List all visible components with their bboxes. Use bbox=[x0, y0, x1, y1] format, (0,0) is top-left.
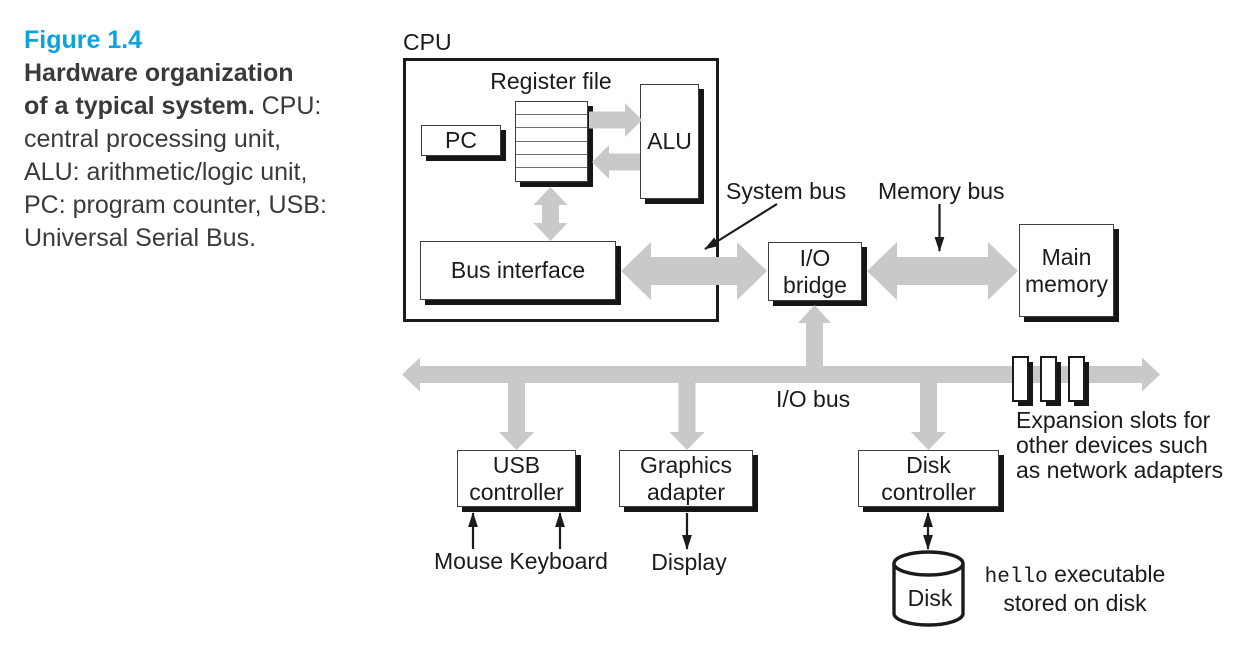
disk-note: hello executable stored on disk bbox=[984, 561, 1166, 616]
bus-interface-box: Bus interface bbox=[420, 241, 616, 300]
caption-line: central processing unit, bbox=[24, 125, 282, 153]
iobus-to-usb-arrow bbox=[499, 370, 534, 450]
register-file-row-line bbox=[516, 114, 587, 116]
iobus-to-graphics-arrow bbox=[669, 370, 705, 450]
disk-cylinder bbox=[892, 550, 965, 627]
pc-box: PC bbox=[421, 125, 501, 156]
cpu-label: CPU bbox=[403, 29, 452, 55]
display-label: Display bbox=[651, 549, 727, 575]
io-bus-arrow bbox=[402, 357, 1160, 392]
alu-box: ALU bbox=[640, 84, 699, 199]
expansion-slots bbox=[1012, 356, 1089, 406]
caption-line: PC: program counter, USB: bbox=[24, 191, 327, 219]
expansion-slots-label: Expansion slots for other devices such a… bbox=[1016, 407, 1224, 483]
iobus-to-iobridge-arrow bbox=[798, 305, 831, 380]
expansion-slot bbox=[1040, 356, 1057, 402]
register-file-label: Register file bbox=[490, 68, 612, 94]
disk-label: Disk bbox=[907, 585, 953, 611]
register-file-row-line bbox=[516, 167, 587, 168]
register-file-row-line bbox=[516, 140, 587, 142]
io-bus-label: I/O bus bbox=[776, 386, 851, 412]
figure-caption: Figure 1.4 Hardware organization of a ty… bbox=[24, 24, 327, 255]
caption-line: Universal Serial Bus. bbox=[24, 224, 257, 252]
alu-to-regfile-arrow bbox=[592, 145, 640, 179]
system-bus-arrow bbox=[621, 242, 767, 300]
register-file-row-line bbox=[516, 153, 587, 155]
regfile-to-alu-arrow bbox=[589, 103, 642, 137]
register-file-box bbox=[515, 101, 588, 182]
system-bus-label: System bus bbox=[726, 178, 847, 204]
expansion-slot bbox=[1068, 356, 1085, 402]
mouse-keyboard-label: Mouse Keyboard bbox=[434, 548, 608, 574]
memory-bus-arrow bbox=[867, 242, 1018, 300]
register-file-row-line bbox=[516, 127, 587, 129]
memory-bus-label: Memory bus bbox=[878, 178, 1005, 204]
caption-line: of a typical system. CPU: bbox=[24, 92, 322, 120]
caption-line: ALU: arithmetic/logic unit, bbox=[24, 158, 308, 186]
system-bus-pointer-arrow bbox=[704, 203, 778, 250]
cpu-box-outline bbox=[403, 58, 719, 322]
iobus-to-disk-arrow bbox=[911, 370, 946, 450]
caption-line: Hardware organization bbox=[24, 59, 294, 87]
figure-number: Figure 1.4 bbox=[24, 26, 143, 54]
expansion-slot bbox=[1012, 356, 1029, 402]
regfile-businterface-arrow bbox=[533, 187, 568, 241]
hello-code-text: hello bbox=[984, 566, 1048, 589]
